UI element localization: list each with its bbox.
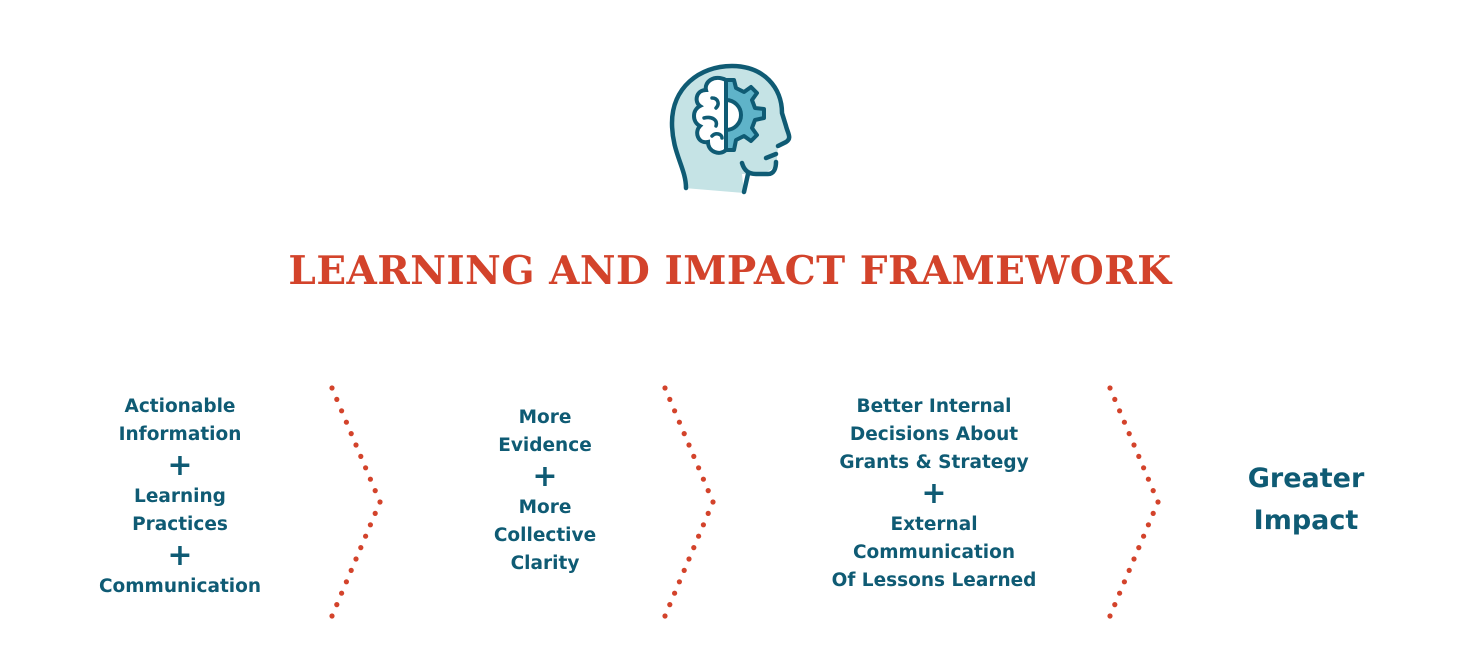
chevron-dot <box>686 442 692 448</box>
chevron-dot <box>662 385 668 391</box>
chevron-dot <box>1126 431 1132 437</box>
chevron-dot <box>334 602 340 608</box>
step-text-line: Practices <box>132 514 228 535</box>
chevron-dot <box>348 567 354 573</box>
chevron-dot <box>1145 476 1151 482</box>
chevron-dot <box>358 453 364 459</box>
chevron-dot <box>705 510 711 516</box>
step-text-line: More <box>518 407 572 428</box>
chevron-dot <box>353 442 359 448</box>
chevron-dot <box>1126 567 1132 573</box>
chevron-dot <box>710 499 716 505</box>
chevron-dot <box>681 567 687 573</box>
step-text-line: Grants & Strategy <box>839 452 1029 473</box>
chevron-dot <box>1136 453 1142 459</box>
chevron-dot <box>686 556 692 562</box>
chevron-dot <box>339 408 345 414</box>
chevron-dot <box>672 590 678 596</box>
step-text-line: Better Internal <box>856 396 1012 417</box>
chevron-dot <box>1150 488 1156 494</box>
chevron-dot <box>1141 465 1147 471</box>
dotted-chevron-arrow <box>1107 385 1161 619</box>
step-text-line: More <box>518 497 572 518</box>
chevron-dot <box>676 419 682 425</box>
chevron-dot <box>367 522 373 528</box>
step-text-line: Learning <box>134 486 226 507</box>
chevron-dot <box>662 613 668 619</box>
chevron-dot <box>1117 590 1123 596</box>
chevron-dot <box>1112 396 1118 402</box>
step-text-line: Evidence <box>498 435 592 456</box>
dotted-chevron-arrow <box>329 385 383 619</box>
chevron-dot <box>329 385 335 391</box>
step-text-line: Impact <box>1253 505 1359 536</box>
step-text-line: Collective <box>493 525 597 546</box>
chevron-dot <box>705 488 711 494</box>
chevron-dot <box>1121 419 1127 425</box>
chevron-dot <box>372 510 378 516</box>
chevron-dot <box>348 431 354 437</box>
chevron-dot <box>667 602 673 608</box>
chevron-dot <box>1131 556 1137 562</box>
chevron-dot <box>367 476 373 482</box>
step-text-line: Communication <box>98 576 262 597</box>
chevron-dot <box>1121 579 1127 585</box>
chevron-dot <box>1155 499 1161 505</box>
step-text-line: Clarity <box>510 553 580 574</box>
head-brain-gear-icon <box>669 63 792 195</box>
chevron-dot <box>363 465 369 471</box>
step-text-line: Actionable <box>124 396 236 417</box>
chevron-dot <box>667 396 673 402</box>
chevron-dot <box>343 579 349 585</box>
dotted-chevron-arrow <box>662 385 716 619</box>
step-text-line: Communication <box>852 542 1016 563</box>
chevron-dot <box>1150 510 1156 516</box>
plus-icon: + <box>532 459 558 494</box>
chevron-dot <box>676 579 682 585</box>
chevron-dot <box>700 522 706 528</box>
plus-icon: + <box>167 538 193 573</box>
chevron-dot <box>343 419 349 425</box>
step-text-line: External <box>890 514 978 535</box>
chevron-dot <box>372 488 378 494</box>
chevron-dot <box>1145 522 1151 528</box>
chevron-dot <box>363 533 369 539</box>
chevron-dot <box>1131 442 1137 448</box>
chevron-dot <box>358 545 364 551</box>
chevron-dot <box>696 465 702 471</box>
plus-icon: + <box>921 476 947 511</box>
chevron-dot <box>1112 602 1118 608</box>
chevron-dot <box>377 499 383 505</box>
chevron-dot <box>1107 613 1113 619</box>
chevron-dot <box>1141 533 1147 539</box>
chevron-dot <box>700 476 706 482</box>
step-text-line: Greater <box>1247 463 1365 494</box>
step-text-line: Information <box>118 424 242 445</box>
chevron-dot <box>672 408 678 414</box>
chevron-dot <box>1107 385 1113 391</box>
plus-icon: + <box>167 448 193 483</box>
chevron-dot <box>1117 408 1123 414</box>
chevron-dot <box>329 613 335 619</box>
chevron-dot <box>696 533 702 539</box>
step-text-line: Of Lessons Learned <box>831 570 1037 591</box>
chevron-dot <box>691 545 697 551</box>
chevron-dot <box>339 590 345 596</box>
chevron-dot <box>681 431 687 437</box>
chevron-dot <box>353 556 359 562</box>
chevron-dot <box>1136 545 1142 551</box>
step-text-line: Decisions About <box>849 424 1019 445</box>
chevron-dot <box>334 396 340 402</box>
page-title: LEARNING AND IMPACT FRAMEWORK <box>288 248 1172 294</box>
chevron-dot <box>691 453 697 459</box>
